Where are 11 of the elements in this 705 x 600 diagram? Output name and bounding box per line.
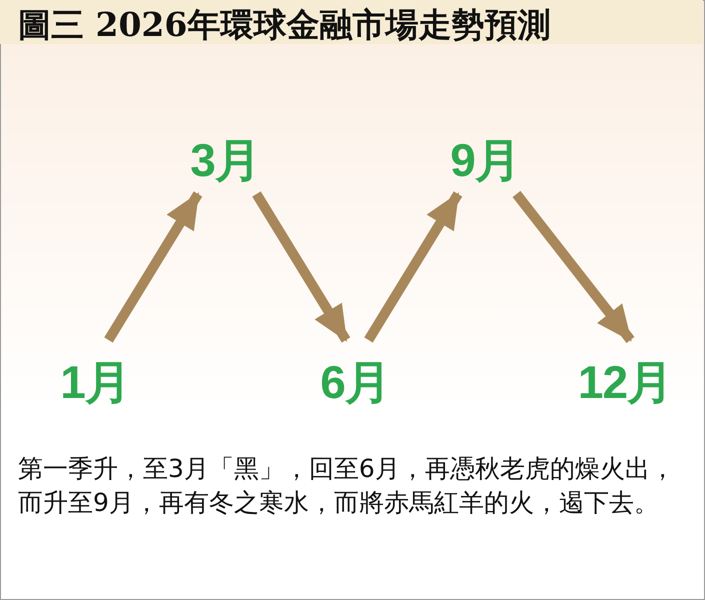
month-label: 3月 xyxy=(190,133,260,188)
month-label: 9月 xyxy=(450,133,520,188)
arrow xyxy=(252,191,350,343)
month-label: 12月 xyxy=(578,355,672,410)
arrow xyxy=(104,191,202,343)
title: 圖三 2026年環球金融市場走勢預測 xyxy=(18,4,550,46)
month-label: 6月 xyxy=(320,355,390,410)
caption: 第一季升，至3月「黑」，回至6月，再憑秋老虎的燥火出，而升至9月，再有冬之寒水，而將赤馬紅羊的火，遏下去。 xyxy=(18,453,676,519)
arrow xyxy=(364,191,462,343)
arrow xyxy=(512,190,634,344)
month-label: 1月 xyxy=(60,355,130,410)
